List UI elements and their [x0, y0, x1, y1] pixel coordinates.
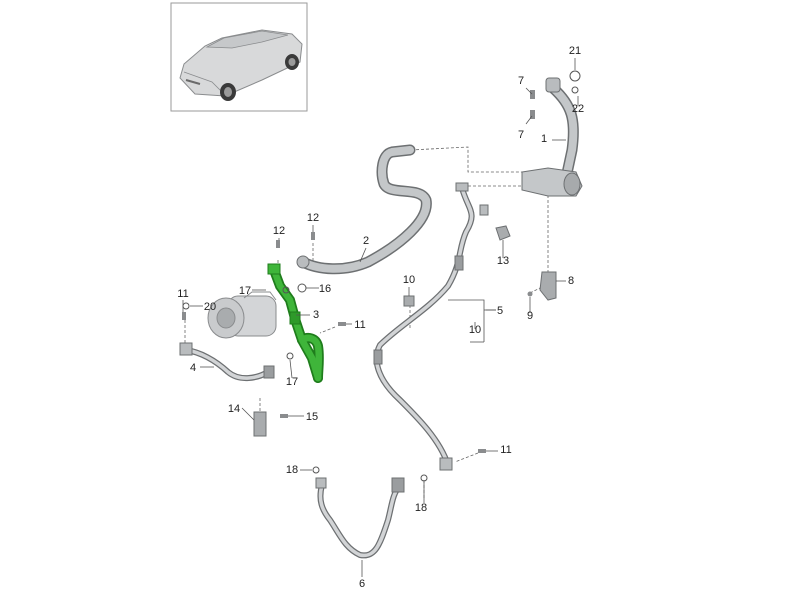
callout-label: 12: [273, 225, 285, 237]
ac-pipe-3-highlighted: [267, 263, 324, 383]
ac-pipe-5: [373, 182, 489, 471]
callout-label: 17: [286, 376, 298, 388]
callout-label: 16: [319, 283, 331, 295]
bolt-11b: [338, 322, 346, 326]
small-parts: [182, 70, 581, 482]
callout-leader-line: [359, 247, 367, 263]
callout-leader-line: [241, 407, 255, 421]
o-ring-18a: [312, 466, 320, 474]
callout-label: 18: [286, 464, 298, 476]
callout-label: 4: [190, 362, 196, 374]
o-ring-18b: [420, 474, 428, 482]
vehicle-inset: [170, 2, 308, 112]
callout-label: 15: [306, 411, 318, 423]
callout-label: 11: [500, 444, 511, 456]
callout-label: 8: [568, 275, 574, 287]
clip-10: [403, 295, 415, 307]
car-suv-icon: [179, 29, 303, 101]
callout-label: 7: [518, 75, 524, 87]
bolt-7b: [530, 110, 535, 119]
bolt-9: [527, 291, 533, 297]
callout-label: 22: [572, 103, 584, 115]
ac-compressor: [207, 291, 277, 339]
bolt-12b: [311, 232, 315, 240]
callout-label: 12: [307, 212, 319, 224]
callout-label: 14: [228, 403, 240, 415]
callout-label: 20: [204, 301, 216, 313]
callout-label: 1: [541, 133, 547, 145]
callout-label: 5: [497, 305, 503, 317]
bolt-11a: [182, 312, 186, 320]
callout-label: 10: [469, 324, 481, 336]
callout-label: 2: [363, 235, 369, 247]
o-ring-16: [297, 283, 307, 293]
bracket-14: [253, 411, 267, 437]
callout-label: 17: [239, 285, 251, 297]
bolt-11c: [478, 449, 486, 453]
o-ring-22: [571, 86, 579, 94]
o-ring-20: [182, 302, 190, 310]
callout-leader-line: [525, 87, 533, 95]
bracket-8: [539, 271, 557, 301]
callout-label: 13: [497, 255, 509, 267]
bolt-12a: [276, 240, 280, 248]
o-ring-17b: [286, 352, 294, 360]
o-ring-21: [569, 70, 581, 82]
callout-leader-line: [289, 359, 293, 379]
callout-label: 11: [177, 288, 188, 300]
ac-pipe-1: [521, 77, 583, 197]
callout-label: 6: [359, 578, 365, 590]
ac-pipe-2: [296, 144, 432, 275]
callout-label: 9: [527, 310, 533, 322]
o-ring-17a: [282, 286, 290, 294]
callout-label: 11: [354, 319, 365, 331]
callout-label: 21: [569, 45, 581, 57]
bolt-15: [280, 414, 288, 418]
ac-pipe-6: [315, 477, 405, 559]
ac-pipe-4: [179, 342, 275, 381]
callout-label: 7: [518, 129, 524, 141]
callout-label: 10: [403, 274, 415, 286]
bracket-13: [495, 225, 511, 241]
callout-leader-line: [525, 115, 533, 125]
callout-label: 18: [415, 502, 427, 514]
callout-label: 3: [313, 309, 319, 321]
bolt-7a: [530, 90, 535, 99]
